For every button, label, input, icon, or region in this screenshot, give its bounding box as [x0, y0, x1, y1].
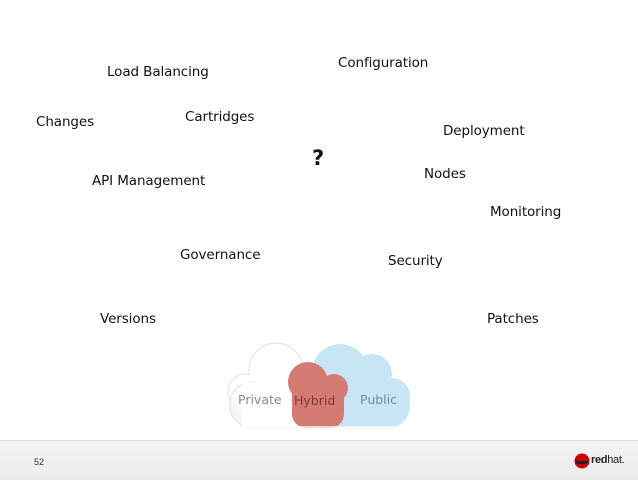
hybrid-cloud-shape — [288, 362, 348, 428]
term-load-balancing: Load Balancing — [107, 64, 209, 80]
term-patches: Patches — [487, 311, 539, 327]
term-changes: Changes — [36, 114, 95, 130]
hybrid-cloud-diagram: Private Hybrid Public — [222, 342, 418, 440]
hybrid-label: Hybrid — [294, 393, 335, 408]
logo-suffix: hat. — [607, 454, 625, 466]
question-mark: ? — [312, 146, 325, 170]
slide-footer: 52 redhat. — [0, 440, 638, 480]
redhat-logo: redhat. — [574, 453, 626, 471]
term-api-management: API Management — [92, 173, 206, 189]
public-label: Public — [360, 392, 397, 407]
shadowman-icon — [574, 453, 590, 469]
term-nodes: Nodes — [424, 166, 466, 182]
private-label: Private — [238, 392, 282, 407]
term-security: Security — [388, 253, 443, 269]
term-cartridges: Cartridges — [185, 109, 255, 125]
term-monitoring: Monitoring — [490, 204, 562, 220]
term-configuration: Configuration — [338, 55, 429, 71]
term-governance: Governance — [180, 247, 261, 263]
term-deployment: Deployment — [443, 123, 525, 139]
logo-prefix: red — [591, 454, 608, 466]
slide: Load Balancing Configuration Changes Car… — [36, 55, 562, 440]
term-versions: Versions — [100, 311, 156, 327]
slide-number: 52 — [34, 457, 45, 467]
